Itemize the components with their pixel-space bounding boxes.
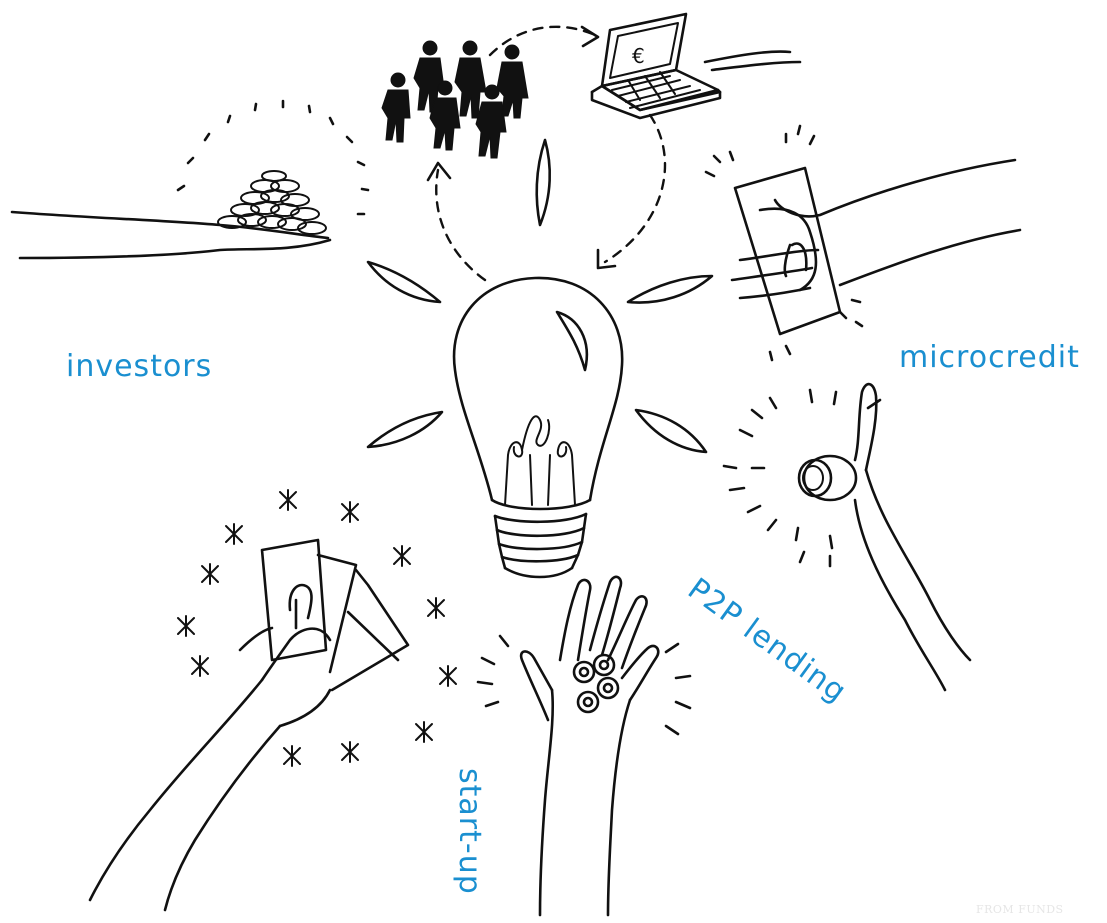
lightbulb-icon <box>452 276 624 579</box>
label-start-up: start-up <box>452 768 487 895</box>
hand-with-fanned-banknotes-icon <box>88 489 457 912</box>
label-investors: investors <box>66 349 213 384</box>
hand-holding-coin-icon <box>722 382 972 692</box>
laptop-euro-icon: € <box>590 12 802 120</box>
hand-with-coins-icon <box>10 99 370 260</box>
group-of-people-icon <box>381 40 529 159</box>
light-rays <box>366 138 714 454</box>
label-microcredit: microcredit <box>899 340 1080 375</box>
open-hand-with-coins-icon <box>476 575 692 917</box>
watermark: FROM FUNDS <box>976 903 1064 916</box>
euro-symbol: € <box>632 44 645 68</box>
flow-arrows <box>426 25 667 282</box>
hand-holding-banknote-icon <box>704 124 1022 362</box>
